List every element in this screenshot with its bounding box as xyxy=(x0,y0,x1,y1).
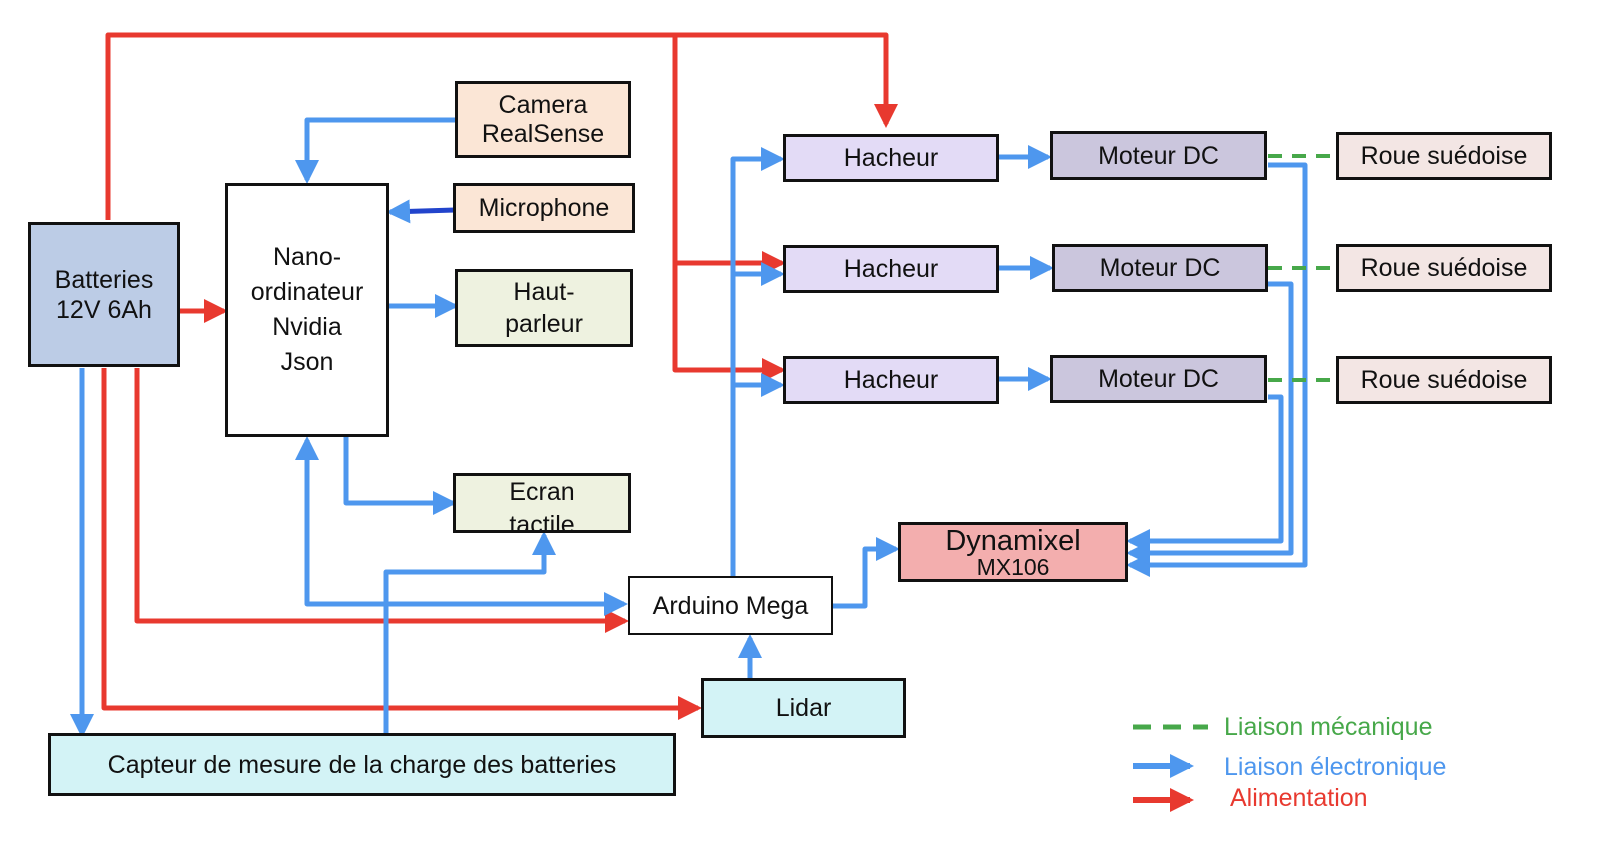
moteur-2-label: Moteur DC xyxy=(1099,254,1221,282)
microphone-block: Microphone xyxy=(453,183,635,233)
link-arduino-dynamixel xyxy=(833,537,900,609)
batteries-label-line-2: 12V 6Ah xyxy=(56,295,152,324)
power-to-hacheur-2 xyxy=(672,35,786,275)
nano-ordinateur-block: Nano- ordinateur Nvidia Json xyxy=(225,183,389,437)
roue-3-label: Roue suédoise xyxy=(1360,366,1528,394)
ecran-label-line-2: tactile xyxy=(509,510,575,533)
moteur-block-3: Moteur DC xyxy=(1050,355,1267,403)
nano-label-line-4: Json xyxy=(280,348,334,376)
link-capteur-ecran xyxy=(383,531,556,733)
hacheur-block-3: Hacheur xyxy=(783,356,999,404)
dynamixel-block: Dynamixel MX106 xyxy=(898,522,1128,582)
link-nano-ecran xyxy=(343,437,457,515)
camera-label-line-1: Camera xyxy=(498,90,588,119)
legend-electronic-label: Liaison électronique xyxy=(1224,753,1447,781)
dynamixel-label-line-2: MX106 xyxy=(976,554,1050,580)
roue-block-1: Roue suédoise xyxy=(1336,132,1552,180)
arduino-label: Arduino Mega xyxy=(652,591,809,620)
hacheur-1-label: Hacheur xyxy=(843,144,939,172)
link-moteur1-dynamixel xyxy=(1126,162,1308,577)
mechanical-links xyxy=(1268,154,1336,382)
lidar-block: Lidar xyxy=(701,678,906,738)
power-top-bus xyxy=(105,32,898,220)
link-moteur2-dynamixel xyxy=(1126,281,1294,565)
link-arduino-hacheur-1 xyxy=(730,147,785,576)
ecran-label-line-1: Ecran xyxy=(509,478,575,506)
camera-label-line-2: RealSense xyxy=(481,119,605,148)
ecran-tactile-block: Ecran tactile xyxy=(453,473,631,533)
link-microphone-nano xyxy=(386,199,456,224)
hacheur-block-1: Hacheur xyxy=(783,134,999,182)
link-camera-nano xyxy=(295,117,455,184)
power-links xyxy=(101,32,898,720)
lidar-label: Lidar xyxy=(775,694,832,722)
hacheur-block-2: Hacheur xyxy=(783,245,999,293)
link-moteur3-dynamixel xyxy=(1126,394,1284,553)
capteur-charge-block: Capteur de mesure de la charge des batte… xyxy=(48,733,676,796)
moteur-block-2: Moteur DC xyxy=(1052,244,1268,292)
arduino-mega-block: Arduino Mega xyxy=(628,576,833,635)
roue-block-3: Roue suédoise xyxy=(1336,356,1552,404)
roue-block-2: Roue suédoise xyxy=(1336,244,1552,292)
power-to-lidar xyxy=(101,368,702,720)
roue-2-label: Roue suédoise xyxy=(1360,254,1528,282)
capteur-label: Capteur de mesure de la charge des batte… xyxy=(107,750,617,779)
legend-power-label: Alimentation xyxy=(1230,784,1368,812)
haut-parleur-label-line-1: Haut- xyxy=(513,277,575,306)
nano-label-line-2: ordinateur xyxy=(250,278,364,306)
moteur-1-label: Moteur DC xyxy=(1098,141,1219,170)
moteur-block-1: Moteur DC xyxy=(1050,131,1267,180)
legend-mechanical-label: Liaison mécanique xyxy=(1224,713,1433,741)
moteur-3-label: Moteur DC xyxy=(1098,365,1219,393)
power-to-arduino xyxy=(134,368,629,633)
camera-block: Camera RealSense xyxy=(455,81,631,158)
nano-label-line-1: Nano- xyxy=(272,243,342,271)
haut-parleur-label-line-2: parleur xyxy=(505,310,583,338)
microphone-label: Microphone xyxy=(478,194,610,222)
dynamixel-label-line-1: Dynamixel xyxy=(945,525,1081,557)
hacheur-3-label: Hacheur xyxy=(843,366,939,394)
power-to-hacheur-3 xyxy=(672,263,786,382)
nano-label-line-3: Nvidia xyxy=(272,313,342,341)
electronic-links xyxy=(70,117,1308,738)
haut-parleur-block: Haut- parleur xyxy=(455,269,633,347)
roue-1-label: Roue suédoise xyxy=(1360,142,1528,170)
batteries-block: Batteries 12V 6Ah xyxy=(28,222,180,367)
legend-swatches xyxy=(1133,724,1208,812)
batteries-label-line-1: Batteries xyxy=(54,265,154,294)
hacheur-2-label: Hacheur xyxy=(843,255,939,283)
